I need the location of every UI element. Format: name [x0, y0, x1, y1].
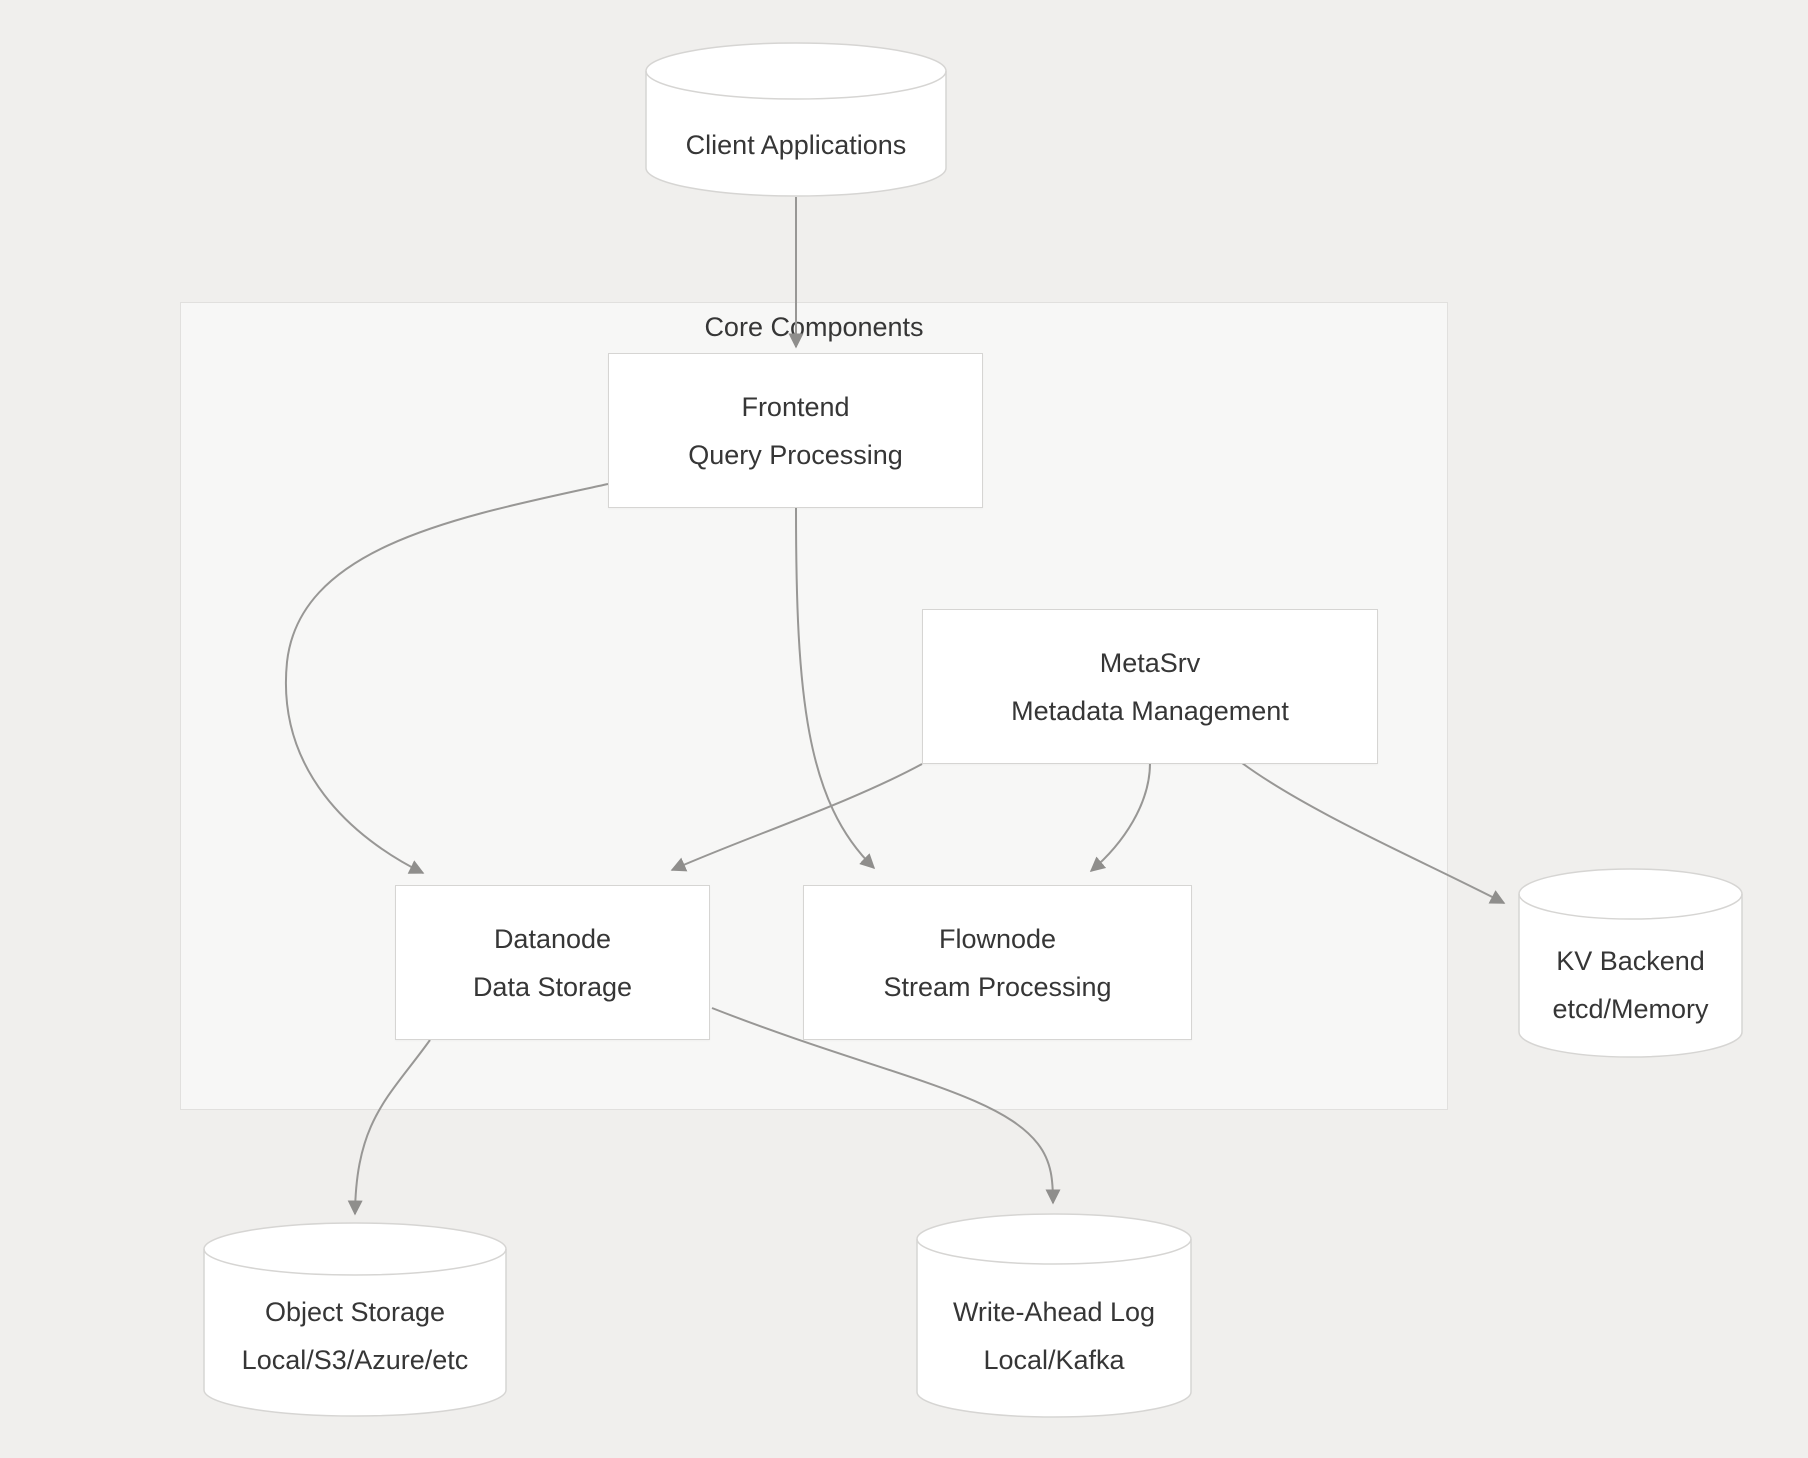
node-flownode: Flownode Stream Processing — [803, 885, 1192, 1040]
node-title: Datanode — [493, 923, 612, 954]
cylinder-shape — [916, 1213, 1192, 1418]
cylinder-shape — [203, 1222, 507, 1417]
node-subtitle: Local/S3/Azure/etc — [241, 1345, 469, 1375]
node-title: Object Storage — [264, 1297, 446, 1327]
node-subtitle: etcd/Memory — [1552, 994, 1709, 1024]
node-label: Client Applications — [685, 130, 907, 160]
cylinder-shape — [645, 42, 947, 197]
node-kv-backend: KV Backend etcd/Memory — [1518, 868, 1743, 1058]
node-datanode: Datanode Data Storage — [395, 885, 710, 1040]
node-title: KV Backend — [1556, 946, 1705, 976]
node-frontend: Frontend Query Processing — [608, 353, 983, 508]
node-object-storage: Object Storage Local/S3/Azure/etc — [203, 1222, 507, 1417]
node-subtitle: Query Processing — [688, 439, 903, 470]
node-subtitle: Stream Processing — [883, 971, 1112, 1002]
node-write-ahead-log: Write-Ahead Log Local/Kafka — [916, 1213, 1192, 1418]
node-title: Flownode — [938, 923, 1057, 954]
node-client-applications: Client Applications — [645, 42, 947, 197]
node-metasrv: MetaSrv Metadata Management — [922, 609, 1378, 764]
node-subtitle: Local/Kafka — [983, 1345, 1125, 1375]
node-subtitle: Data Storage — [472, 971, 633, 1002]
node-subtitle: Metadata Management — [1011, 695, 1289, 726]
node-title: Write-Ahead Log — [952, 1297, 1156, 1327]
node-title: Frontend — [741, 391, 850, 422]
core-components-title: Core Components — [704, 312, 924, 342]
cylinder-shape — [1518, 868, 1743, 1058]
node-title: MetaSrv — [1099, 647, 1201, 678]
